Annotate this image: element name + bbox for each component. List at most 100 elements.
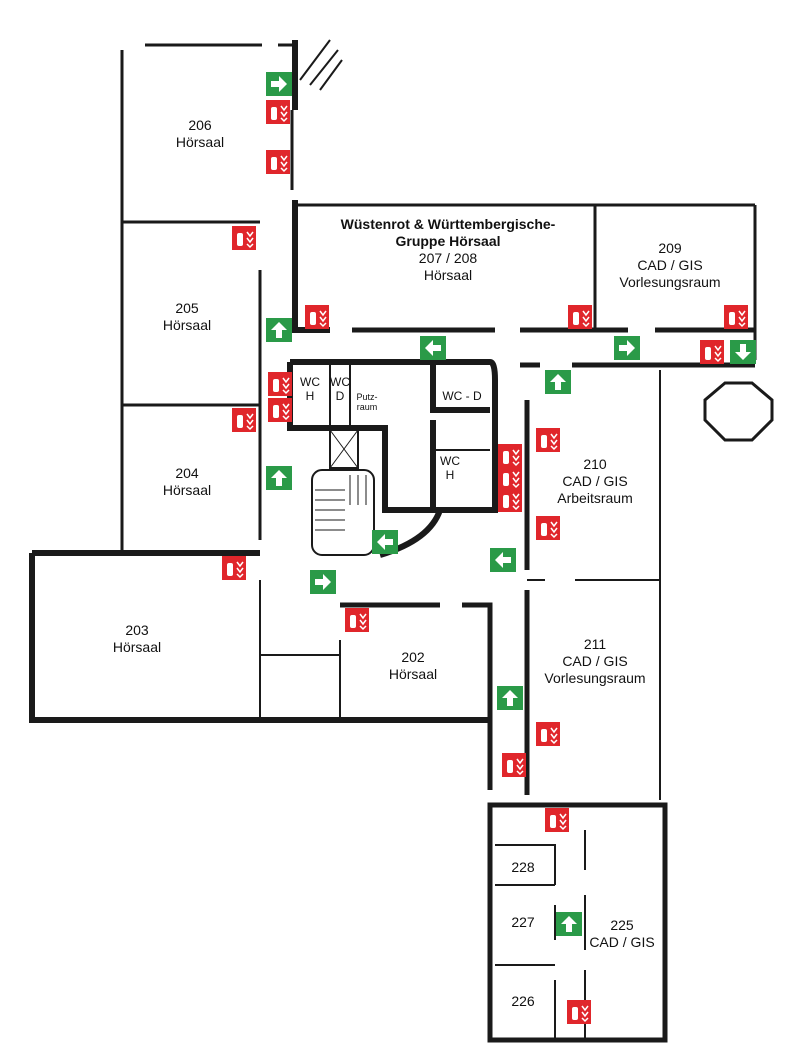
fire-safety-sign-icon	[232, 226, 256, 250]
elevator-cross	[329, 429, 359, 469]
room-number: 210	[583, 456, 607, 472]
wall-203	[29, 550, 490, 723]
room-number: 209	[658, 240, 682, 256]
emergency-exit-arrow-right-icon	[310, 570, 336, 594]
fire-safety-sign-icon	[222, 556, 246, 580]
fire-safety-sign-icon	[266, 150, 290, 174]
wall-core	[287, 359, 498, 558]
room-number: 225	[610, 917, 634, 933]
signs	[222, 72, 756, 1024]
room-number: 206	[188, 117, 212, 133]
fire-safety-sign-icon	[345, 608, 369, 632]
room-type: CAD / GIS	[562, 653, 628, 669]
wall-wing-rooms	[495, 830, 586, 1040]
room-name: Hörsaal	[162, 317, 212, 333]
staircase	[311, 469, 375, 556]
wall-202	[340, 602, 493, 790]
room-227: 227	[511, 914, 535, 930]
wall-wing	[487, 802, 668, 1043]
emergency-exit-arrow-left-icon	[490, 548, 516, 572]
emergency-exit-arrow-up-icon	[556, 912, 582, 936]
emergency-exit-arrow-right-icon	[614, 336, 640, 360]
room-label: Putz-	[356, 392, 378, 402]
fire-safety-sign-icon	[724, 305, 748, 329]
fire-safety-sign-icon	[545, 808, 569, 832]
wall-205	[120, 222, 262, 550]
room-type: CAD / GIS	[637, 257, 703, 273]
room-type: CAD / GIS	[562, 473, 628, 489]
wc-label: WC	[440, 454, 460, 468]
emergency-exit-arrow-left-icon	[420, 336, 446, 360]
room-226: 226	[511, 993, 535, 1009]
room-name: Hörsaal	[388, 666, 438, 682]
wc-women-2: WC - D	[442, 389, 482, 403]
room-label: raum	[356, 402, 378, 412]
emergency-exit-arrow-left-icon	[372, 530, 398, 554]
fire-safety-sign-icon	[536, 722, 560, 746]
room-name: Vorlesungsraum	[544, 670, 646, 686]
emergency-exit-arrow-down-icon	[730, 340, 756, 364]
emergency-exit-arrow-up-icon	[497, 686, 523, 710]
room-number: 204	[175, 465, 199, 481]
room-name: Vorlesungsraum	[619, 274, 721, 290]
wall-207-top	[292, 203, 757, 360]
room-number: 203	[125, 622, 149, 638]
wc-label: D	[335, 389, 345, 403]
emergency-exit-arrow-up-icon	[266, 466, 292, 490]
walls	[29, 39, 774, 1043]
fire-safety-sign-icon	[268, 372, 292, 396]
emergency-exit-arrow-up-icon	[266, 318, 292, 342]
octagon-structure	[703, 381, 774, 442]
wc-label: WC	[300, 375, 320, 389]
room-number: 211	[583, 636, 607, 652]
room-name: Hörsaal	[162, 482, 212, 498]
fire-safety-sign-icon	[232, 408, 256, 432]
room-type: CAD / GIS	[589, 934, 655, 950]
room-name: Arbeitsraum	[557, 490, 633, 506]
room-name: Hörsaal	[112, 639, 162, 655]
fire-safety-sign-icon	[536, 516, 560, 540]
room-title: Gruppe Hörsaal	[395, 233, 501, 249]
wc-label: H	[445, 468, 455, 482]
emergency-exit-arrow-right-icon	[266, 72, 292, 96]
wall-210-right	[527, 370, 661, 800]
wc-label: WC	[330, 375, 350, 389]
elevator	[329, 429, 359, 469]
room-207-208: Wüstenrot & Württembergische- Gruppe Hör…	[341, 216, 556, 284]
wall-core-inner	[329, 362, 490, 451]
room-number: 205	[175, 300, 199, 316]
fire-safety-sign-icon	[536, 428, 560, 452]
fire-safety-sign-icon	[498, 444, 522, 468]
emergency-exit-arrow-up-icon	[545, 370, 571, 394]
room-name: Hörsaal	[175, 134, 225, 150]
stair-outside	[299, 39, 343, 91]
fire-safety-sign-icon	[502, 753, 526, 777]
fire-safety-sign-icon	[568, 305, 592, 329]
fire-safety-sign-icon	[700, 340, 724, 364]
fire-safety-sign-icon	[498, 466, 522, 490]
wc-label: H	[305, 389, 315, 403]
room-number: 207 / 208	[418, 250, 478, 266]
room-title: Wüstenrot & Württembergische-	[340, 216, 556, 232]
stair-steps	[315, 475, 367, 531]
fire-safety-sign-icon	[268, 398, 292, 422]
room-228: 228	[511, 859, 535, 875]
wall-203-right	[259, 580, 341, 720]
fire-safety-sign-icon	[498, 488, 522, 512]
wall-207-left	[292, 200, 330, 333]
room-name: Hörsaal	[423, 267, 473, 283]
fire-safety-sign-icon	[567, 1000, 591, 1024]
